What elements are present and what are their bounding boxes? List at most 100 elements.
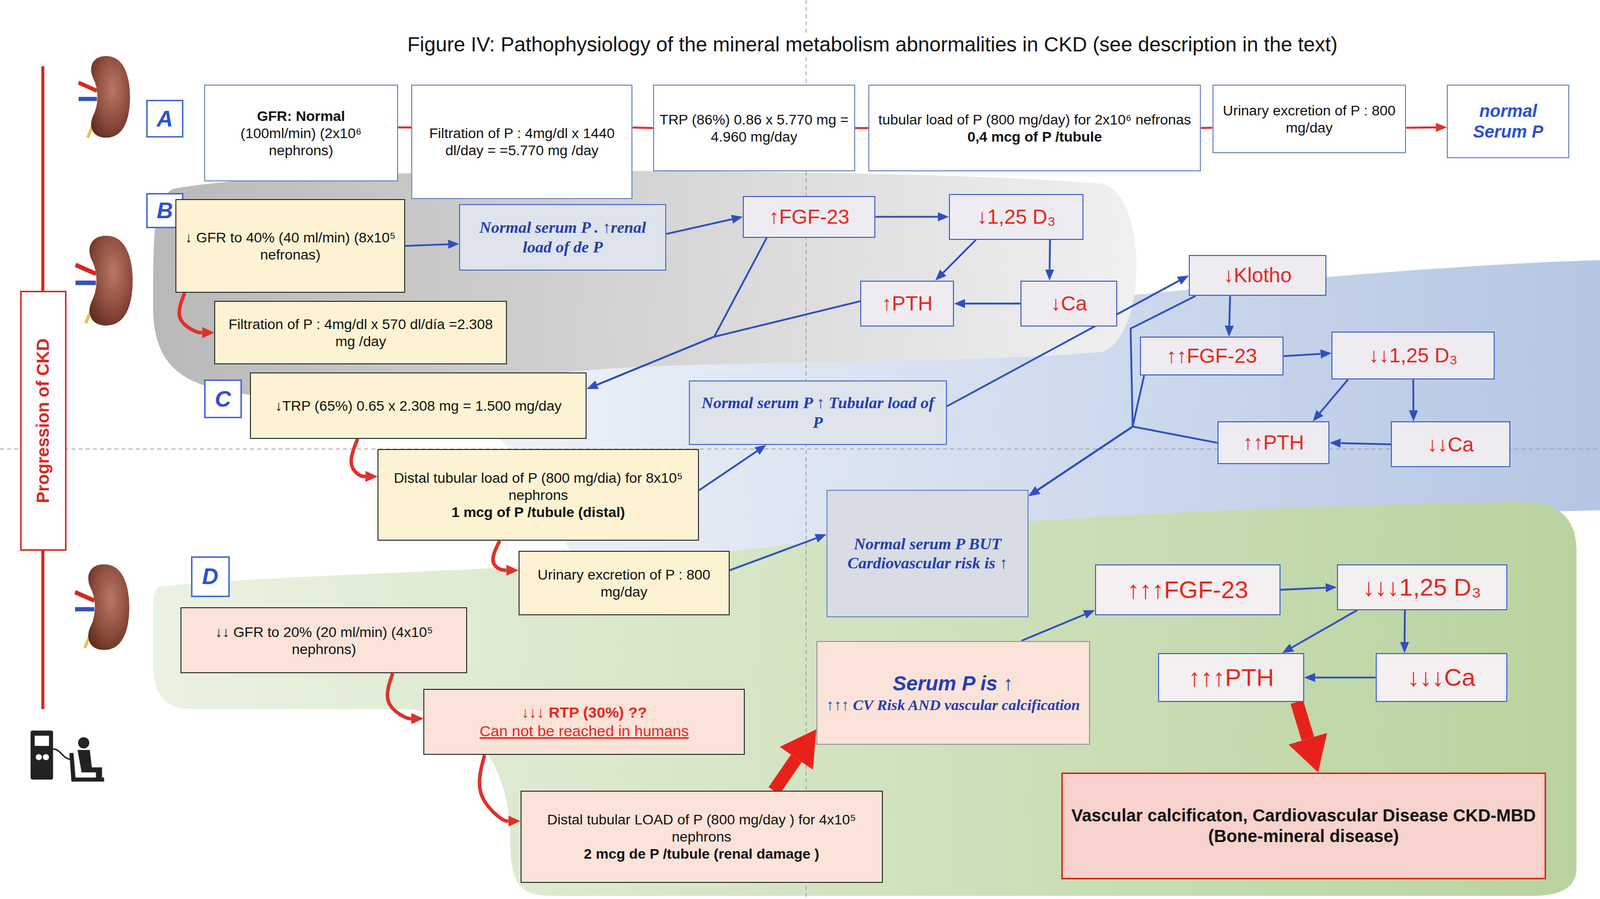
node-text: normal Serum P — [1452, 100, 1564, 143]
node-text: 2 mcg de P /tubule (renal damage ) — [584, 845, 820, 863]
marker-box: ↓↓↓1,25 D₃ — [1336, 564, 1508, 611]
process-box: Distal tubular load of P (800 mg/dia) fo… — [377, 449, 699, 541]
guide-line — [0, 448, 1600, 450]
flow-arrow — [1048, 239, 1051, 270]
flow-arrow — [1037, 375, 1144, 490]
flow-arrow — [1403, 610, 1406, 643]
flow-arrow — [1283, 353, 1321, 356]
process-box: tubular load of P (800 mg/day) for 2x10⁶… — [868, 84, 1201, 172]
block-arrow — [1296, 701, 1308, 739]
marker-box: ↓↓Ca — [1390, 421, 1511, 468]
step-letter: D — [190, 556, 230, 598]
figure-title: Figure IV: Pathophysiology of the minera… — [194, 32, 1552, 57]
node-text: ↑FGF-23 — [769, 204, 850, 230]
node-text: ↓↓1,25 D₃ — [1368, 343, 1458, 368]
node-text: 1 mcg of P /tubule (distal) — [451, 503, 625, 521]
flow-arrow — [1291, 610, 1358, 648]
flow-arrow — [1319, 379, 1349, 413]
dialysis-icon — [30, 730, 105, 782]
process-box: ↓TRP (65%) 0.65 x 2.308 mg = 1.500 mg/da… — [249, 372, 587, 439]
process-box: ↓↓↓ RTP (30%) ??Can not be reached in hu… — [423, 688, 745, 756]
state-box: Normal serum P ↑ Tubular load of P — [688, 380, 947, 445]
flow-arrow — [965, 302, 1021, 305]
node-text: Filtration of P : 4mg/dl x 570 dl/día =2… — [220, 315, 501, 350]
flow-arrow — [698, 451, 757, 491]
state-box: Normal serum P BUT Cardiovascular risk i… — [826, 489, 1029, 618]
marker-box: ↑↑↑FGF-23 — [1095, 564, 1282, 616]
flow-arrow — [1021, 614, 1085, 641]
process-box: ↓↓ GFR to 20% (20 ml/min) (4x10⁵ nephron… — [180, 607, 468, 674]
node-text: B — [156, 197, 173, 224]
curved-arrow — [387, 673, 412, 719]
node-text: ↑↑FGF-23 — [1166, 343, 1258, 369]
node-text: A — [156, 105, 173, 133]
flow-arrow — [666, 219, 732, 234]
node-text: tubular load of P (800 mg/day) for 2x10⁶… — [878, 110, 1192, 128]
node-text: Distal tubular LOAD of P (800 mg/day ) f… — [526, 810, 877, 846]
node-text: ↓↓Ca — [1427, 432, 1474, 458]
curved-arrow — [479, 754, 509, 821]
process-box: Filtration of P : 4mg/dl x 570 dl/día =2… — [214, 300, 507, 365]
node-text: ↓↓↓Ca — [1407, 662, 1476, 692]
marker-box: ↓↓1,25 D₃ — [1331, 331, 1495, 380]
node-text: (100ml/min) (2x10⁶ nephrons) — [210, 124, 393, 159]
flow-line — [1405, 126, 1436, 130]
state-box: Serum P is ↑↑↑↑ CV Risk AND vascular cal… — [816, 641, 1091, 746]
node-text: Progression of CKD — [32, 338, 54, 504]
kidney-icon — [75, 564, 130, 651]
node-text: Normal serum P . ↑renal load of de P — [465, 217, 661, 258]
curved-arrow — [179, 292, 203, 333]
result-box: normal Serum P — [1446, 84, 1570, 159]
node-text: C — [214, 385, 231, 413]
flow-arrow — [1340, 442, 1391, 444]
node-text: ↑↑↑FGF-23 — [1127, 574, 1249, 605]
marker-box: ↓↓↓Ca — [1375, 653, 1508, 702]
process-box: ↓ GFR to 40% (40 ml/min) (8x10⁵ nefronas… — [175, 199, 406, 293]
node-text: ↓↓ GFR to 20% (20 ml/min) (4x10⁵ nephron… — [186, 623, 462, 658]
flow-arrow — [1280, 587, 1326, 590]
node-text: Normal serum P BUT Cardiovascular risk i… — [832, 534, 1023, 574]
node-text: Filtration of P : 4mg/dl x 1440 dl/day =… — [417, 124, 627, 159]
flow-arrow — [729, 538, 817, 571]
stage-band — [488, 260, 1600, 625]
node-text: 0,4 mcg of P /tubule — [967, 128, 1103, 146]
marker-box: ↓Klotho — [1188, 254, 1327, 296]
node-text: ↓↓↓1,25 D₃ — [1362, 572, 1482, 602]
marker-box: ↓Ca — [1020, 280, 1118, 327]
node-text: ↓↓↓ RTP (30%) ?? — [521, 703, 648, 722]
kidney-icon — [75, 235, 133, 326]
flow-arrow — [597, 301, 861, 386]
node-text: Normal serum P ↑ Tubular load of P — [694, 393, 941, 433]
flow-arrow — [1412, 379, 1415, 411]
node-text: D — [202, 562, 219, 590]
node-text: Distal tubular load of P (800 mg/dia) fo… — [383, 469, 693, 504]
stage-band — [153, 501, 1577, 896]
flow-arrow — [1037, 426, 1218, 490]
node-text: ↓TRP (65%) 0.65 x 2.308 mg = 1.500 mg/da… — [275, 397, 562, 415]
flow-line — [855, 126, 869, 130]
curved-arrow — [492, 540, 506, 571]
flow-arrow — [942, 239, 976, 273]
process-box: Urinary excretion of P : 800 mg/day — [1212, 84, 1407, 154]
flow-arrow — [875, 215, 938, 218]
node-text: GFR: Normal — [257, 107, 346, 125]
flow-arrow — [1229, 295, 1231, 326]
step-letter: A — [146, 99, 184, 138]
marker-box: ↑FGF-23 — [742, 196, 876, 238]
node-text: TRP (86%) 0.86 x 5.770 mg = 4.960 mg/day — [659, 110, 850, 146]
flow-line — [632, 127, 654, 128]
node-text: Urinary excretion of P : 800 mg/day — [1218, 101, 1401, 137]
node-text: ↑↑PTH — [1242, 430, 1304, 456]
node-text: ↓Ca — [1050, 291, 1087, 316]
marker-box: ↑↑FGF-23 — [1139, 336, 1285, 376]
marker-box: ↓1,25 D₃ — [948, 194, 1084, 240]
flow-arrow — [1315, 676, 1376, 679]
curved-arrow — [351, 438, 366, 477]
process-box: TRP (86%) 0.86 x 5.770 mg = 4.960 mg/day — [653, 84, 856, 172]
node-text: ↓Klotho — [1223, 263, 1292, 288]
node-text: ↑↑↑PTH — [1188, 662, 1274, 692]
node-text: ↓1,25 D₃ — [977, 204, 1056, 230]
kidney-icon — [78, 55, 131, 138]
step-letter: C — [204, 379, 242, 419]
process-box: Distal tubular LOAD of P (800 mg/day ) f… — [520, 790, 883, 883]
